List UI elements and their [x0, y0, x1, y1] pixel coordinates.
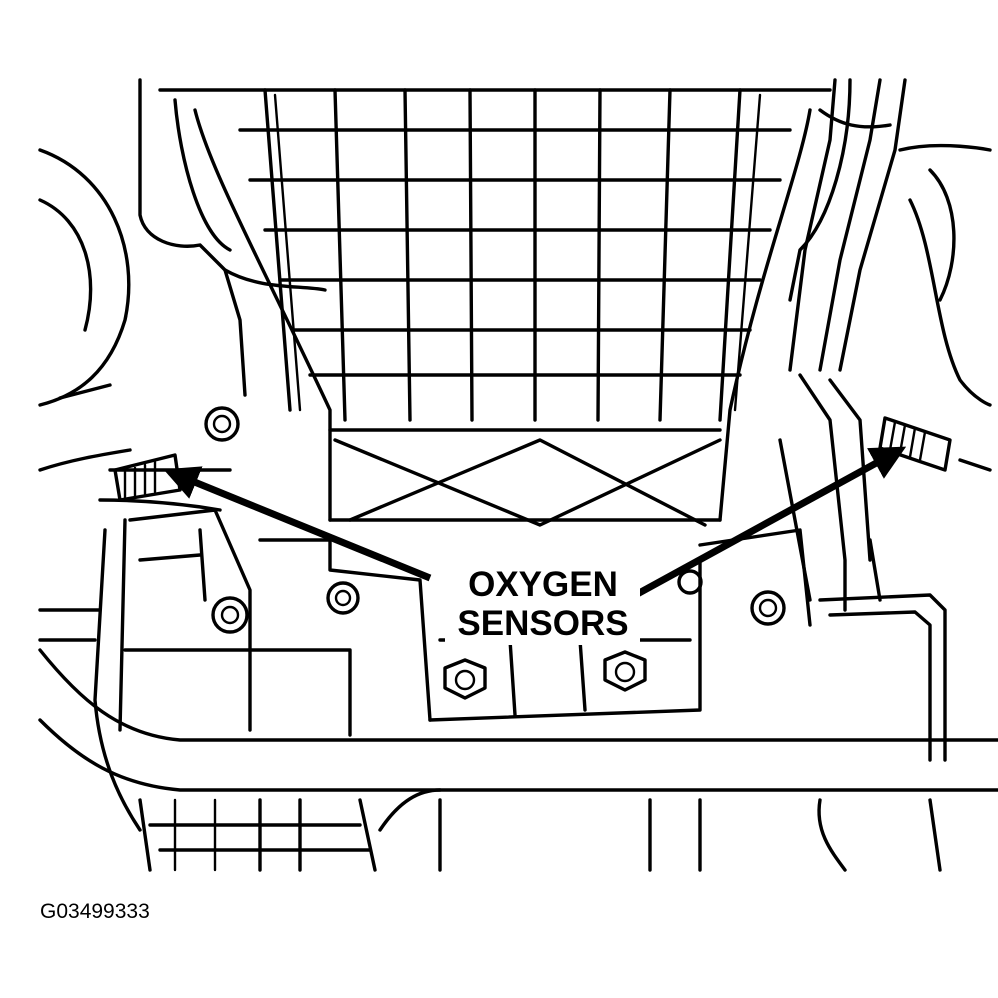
bolt-right-bracket	[750, 590, 786, 626]
left-oxygen-sensor	[113, 453, 182, 502]
figure-id: G03499333	[40, 900, 150, 923]
bolt-crossmember-left	[443, 658, 487, 700]
callout-arrows	[163, 446, 907, 602]
right-oxygen-sensor	[878, 416, 952, 472]
exhaust-right	[818, 458, 992, 762]
bolt-left-bracket	[326, 581, 360, 615]
engine-oil-pan-lower	[138, 788, 942, 872]
callout-label: OXYGEN SENSORS	[445, 565, 640, 645]
bolt-small-right	[677, 569, 703, 595]
callout-line-2: SENSORS	[457, 604, 628, 643]
transmission-oil-pan	[138, 78, 852, 527]
bolt-crossmember-right	[603, 650, 647, 692]
bolt-upper-left	[204, 406, 240, 442]
front-crossmember	[38, 648, 998, 792]
bolt-mid-left	[211, 596, 249, 634]
callout-line-1: OXYGEN	[468, 565, 618, 604]
left-round-housing	[38, 148, 132, 472]
cooler-lines	[778, 78, 992, 612]
